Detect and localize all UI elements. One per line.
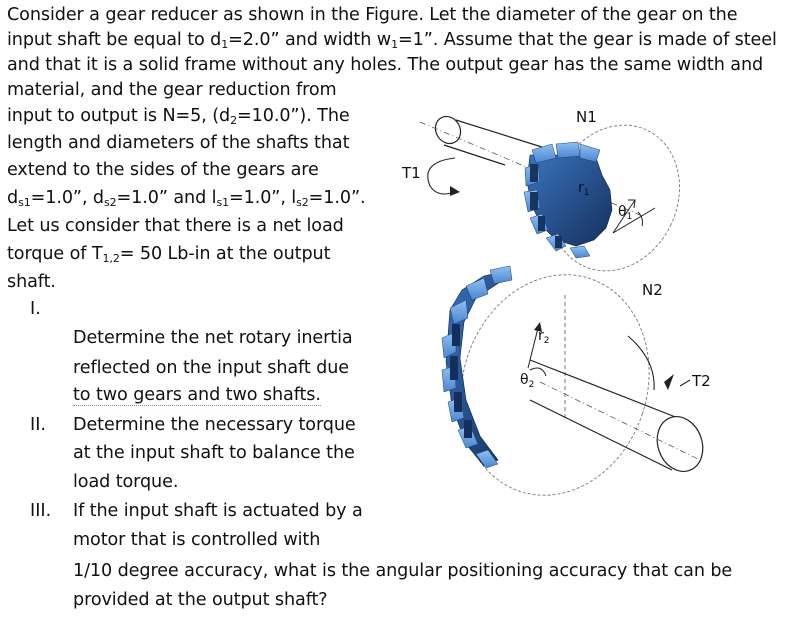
label-r2: r2 (538, 328, 550, 346)
label-n2: N2 (642, 281, 663, 299)
list-number-3: III. (30, 501, 52, 521)
text-line-11: shaft. (7, 272, 56, 292)
text-line-3: and that it is a solid frame without any… (7, 55, 764, 75)
text-line-4: material, and the gear reduction from (7, 80, 337, 100)
output-shaft (529, 359, 704, 472)
list-item-3-line-4: provided at the output shaft? (73, 590, 328, 610)
list-item-1-line-2: reflected on the input shaft due (73, 358, 349, 378)
t2-rotation-arrow-icon (627, 335, 691, 391)
text-line-2: input shaft be equal to d1=2.0” and widt… (7, 30, 777, 51)
list-item-3-line-3: 1/10 degree accuracy, what is the angula… (73, 561, 733, 581)
list-item-3-line-2: motor that is controlled with (73, 530, 321, 550)
label-t2: T2 (691, 372, 711, 390)
label-t1: T1 (401, 164, 421, 182)
list-item-2-line-1: Determine the necessary torque (73, 415, 356, 435)
gear-reducer-figure: N1 T1 N2 T2 r1 θ1 r2 θ2 (401, 108, 711, 496)
input-gear (523, 141, 613, 259)
text-line-10: torque of T1,2= 50 Lb-in at the output (7, 244, 331, 265)
label-r1: r1 (578, 180, 590, 198)
output-gear-radius (527, 322, 547, 377)
text-line-5: input to output is N=5, (d2=10.0”). The (7, 106, 350, 127)
list-number-1: I. (30, 299, 41, 319)
text-line-8: ds1=1.0”, ds2=1.0” and ls1=1.0”, ls2=1.0… (7, 188, 366, 209)
output-gear-outline (460, 274, 650, 496)
list-item-3-line-1: If the input shaft is actuated by a (73, 501, 363, 521)
output-gear (441, 265, 513, 469)
list-item-2-line-2: at the input shaft to balance the (73, 443, 355, 463)
text-line-1: Consider a gear reducer as shown in the … (7, 5, 738, 25)
list-item-2-line-3: load torque. (73, 472, 179, 492)
text-line-6: length and diameters of the shafts that (7, 133, 350, 153)
list-number-2: II. (30, 415, 46, 435)
t1-rotation-arrow-icon (427, 157, 460, 196)
label-theta1: θ1 (618, 204, 632, 222)
label-n1: N1 (576, 108, 597, 126)
text-line-9: Let us consider that there is a net load (7, 216, 344, 236)
label-theta2: θ2 (520, 372, 534, 390)
list-item-1-line-1: Determine the net rotary inertia (73, 328, 353, 348)
list-item-1-line-3: to two gears and two shafts. (73, 385, 321, 406)
input-gear-radius (612, 199, 656, 234)
text-line-7: extend to the sides of the gears are (7, 160, 319, 180)
